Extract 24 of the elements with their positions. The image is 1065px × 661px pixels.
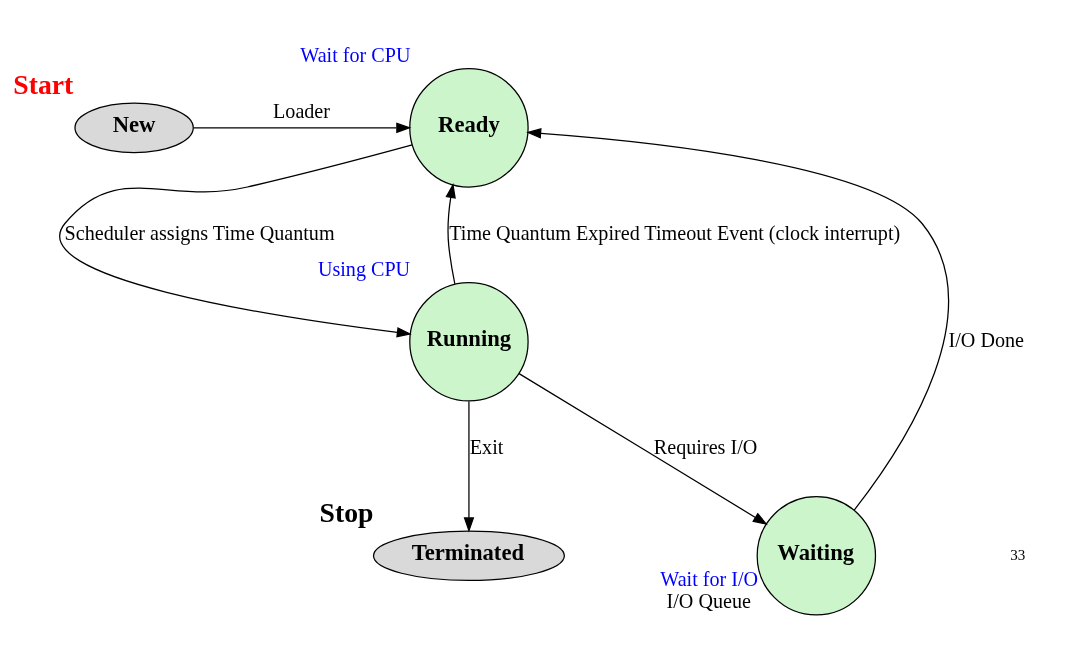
arrow [192,122,412,134]
node-label: Stop [319,496,374,528]
arrow [59,144,413,338]
node-circle: Waiting [756,496,877,616]
node-label: Using CPU [317,258,411,281]
edge-label: Time Quantum Expired Timeout Event (clock interrupt) [449,221,901,244]
edge-label: Scheduler assigns Time Quantum [64,221,335,244]
node-circle: Running [409,282,529,402]
edge-label: I/O Done [948,328,1024,351]
node-circle: Ready [409,68,529,188]
node-label: Wait for I/O [660,567,759,590]
node-ellipse: New [74,102,194,154]
label: 33 [1010,546,1026,563]
node-label: Start [13,68,74,100]
arrow [445,183,456,285]
edge-label: Requires I/O [653,435,758,458]
arrow [463,400,475,533]
arrow [518,373,768,526]
arrow [526,128,949,511]
edge-label: Loader [273,99,331,122]
node-label: Wait for CPU [300,44,411,67]
edge-label: Exit [469,435,504,458]
node-ellipse: Terminated [372,530,565,582]
node-label: I/O Queue [666,590,751,613]
